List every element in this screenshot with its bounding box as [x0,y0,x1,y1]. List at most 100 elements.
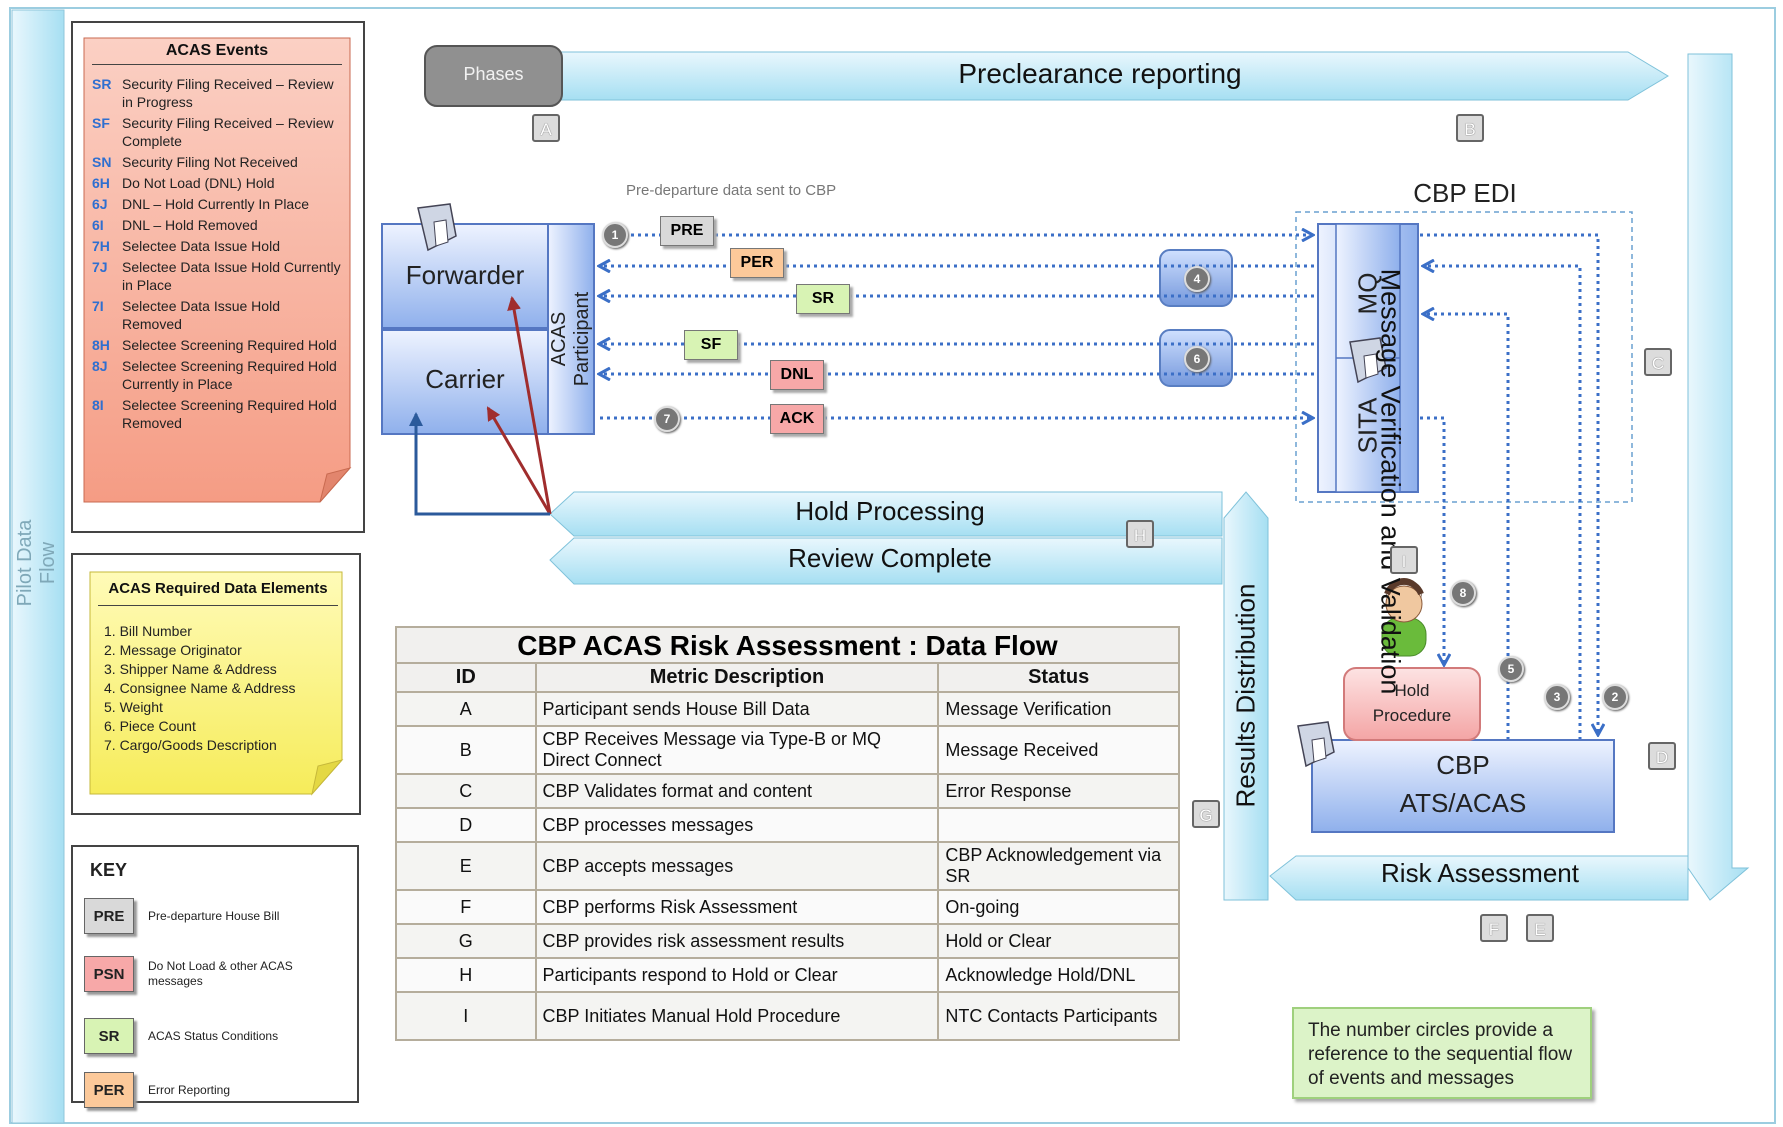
preclearance-label: Preclearance reporting [958,58,1242,89]
tag-b: B [1456,114,1484,142]
cbp-edi-label: CBP EDI [1413,178,1517,208]
acas-event-desc: Security Filing Not Received [122,154,298,170]
acas-participant-label: ACAS Participant [548,291,593,387]
acas-event-code: 7H [92,238,110,254]
required-elements-pad-fold [311,759,344,796]
hold-processing-label: Hold Processing [795,496,985,526]
key-label: Error Reporting [148,1082,231,1097]
cell-desc: CBP Receives Message via Type-B or MQ Di… [534,725,940,775]
cbp-ats-node [1311,739,1615,833]
key-badge: PRE [84,898,134,934]
review-to-carrier-arrow [409,412,550,516]
cell-desc: CBP Validates format and content [534,773,940,809]
acas-event-desc: Selectee Screening Required Hold [122,337,337,353]
cell-status: Hold or Clear [937,923,1180,959]
msg-sf: SF [684,330,738,360]
cell-id: F [395,889,537,925]
acas-event-item: SF Security Filing Received – Review Comp… [92,114,342,150]
cell-id: G [395,923,537,959]
msg-per: PER [730,248,784,278]
acas-event-item: 8H Selectee Screening Required Hold [92,336,342,354]
acas-event-desc: Selectee Screening Required Hold Current… [122,358,337,392]
acas-event-desc: DNL – Hold Removed [122,217,258,233]
key-badge: PSN [84,956,134,992]
step-1-circle: 1 [602,222,628,248]
step-2-circle: 2 [1602,684,1628,710]
acas-event-code: 6J [92,196,108,212]
tag-c: C [1644,348,1672,376]
required-element-item: 3. Shipper Name & Address [104,661,277,677]
cell-id: B [395,725,537,775]
msg-ack: ACK [770,404,824,434]
acas-event-code: 8J [92,358,108,374]
msg-sr: SR [796,284,850,314]
cell-id: C [395,773,537,809]
acas-event-desc: Do Not Load (DNL) Hold [122,175,275,191]
cell-desc: CBP provides risk assessment results [534,923,940,959]
acas-events-title: ACAS Events [92,42,342,65]
cell-desc: Participant sends House Bill Data [534,691,940,727]
key-label: Pre-departure House Bill [148,908,280,923]
cell-desc: CBP processes messages [534,807,940,843]
acas-event-item: 7I Selectee Data Issue Hold Removed [92,297,342,333]
footnote-box: The number circles provide a reference t… [1292,1007,1592,1099]
acas-event-code: SF [92,115,110,131]
acas-events-pad-fold [319,467,352,503]
required-element-item: 2. Message Originator [104,642,242,658]
acas-event-code: 8H [92,337,110,353]
required-element-item: 6. Piece Count [104,718,196,734]
tag-e: E [1526,914,1554,942]
phases-pill [424,45,563,107]
message-verification-band [1687,53,1750,901]
step-3-circle: 3 [1544,684,1570,710]
acas-event-desc: Selectee Data Issue Hold Removed [122,298,280,332]
cbp-edi-box [1295,211,1633,503]
review-complete-band [549,537,1223,585]
required-element-item: 5. Weight [104,699,163,715]
ats-server-icon [1297,721,1335,768]
mq-label: MQ [1352,272,1383,315]
cell-status: Acknowledge Hold/DNL [937,957,1180,993]
cell-desc: CBP performs Risk Assessment [534,889,940,925]
msg-pre: PRE [660,216,714,246]
acas-event-code: 7I [92,298,104,314]
edi-server-icon [1349,337,1387,384]
acas-event-code: SR [92,76,112,92]
acas-event-desc: Selectee Data Issue Hold Currently in Pl… [122,259,341,293]
msg-dnl: DNL [770,360,824,390]
cell-status: On-going [937,889,1180,925]
acas-event-desc: Security Filing Received – Review Comple… [122,115,334,149]
flow-line-5 [1424,314,1510,740]
cell-id: D [395,807,537,843]
cbp-ats-label-1: CBP [1436,750,1490,780]
acas-event-item: 8J Selectee Screening Required Hold Curre… [92,357,342,393]
hold-procedure-node [1343,667,1481,741]
key-badge: SR [84,1018,134,1054]
required-element-item: 1. Bill Number [104,623,192,639]
acas-event-code: 8I [92,397,104,413]
hold-procedure-label: Hold Procedure [1372,681,1452,725]
cbp-ats-label-2: ATS/ACAS [1399,788,1527,818]
pilot-data-flow-label: Pilot Data Flow [14,519,59,607]
step-7-circle: 7 [654,406,680,432]
cell-desc: CBP accepts messages [534,841,940,891]
flow-line-2 [1420,233,1598,734]
risk-assessment-label: Risk Assessment [1381,858,1579,888]
outer-frame [9,7,1776,1124]
